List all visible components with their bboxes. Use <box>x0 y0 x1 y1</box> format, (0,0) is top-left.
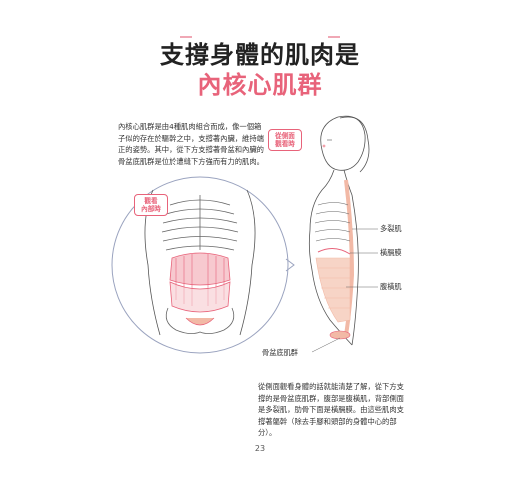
page-title: 支撐身體的肌肉是 <box>160 41 360 69</box>
side-view-badge: 從側面觀看時 <box>268 129 302 151</box>
page-number: 23 <box>254 444 266 453</box>
title-decoration-left <box>180 36 192 38</box>
inner-view-illustration <box>111 176 295 354</box>
side-view-illustration <box>308 115 378 353</box>
side-view-paragraph: 從側面觀看身體的話就能清楚了解，從下方支撐的是骨盆底肌群，腹部是腹橫肌，背部側面… <box>258 382 404 437</box>
label-pelvic-floor: 骨盆底肌群 <box>262 348 298 357</box>
title-block: 支撐身體的肌肉是 內核心肌群 <box>0 40 520 100</box>
label-diaphragm: 橫膈膜 <box>380 248 402 257</box>
title-decoration-right <box>328 36 340 38</box>
inner-view-badge: 觀看內部時 <box>134 194 168 216</box>
page-subtitle: 內核心肌群 <box>197 71 323 99</box>
intro-paragraph: 內核心肌群是由4種肌肉組合而成，像一個箱子似的存在於驅幹之中，支撐著內臟，維持端… <box>118 122 264 166</box>
label-multifidus: 多裂肌 <box>380 224 402 233</box>
label-transversus: 腹橫肌 <box>380 282 402 291</box>
